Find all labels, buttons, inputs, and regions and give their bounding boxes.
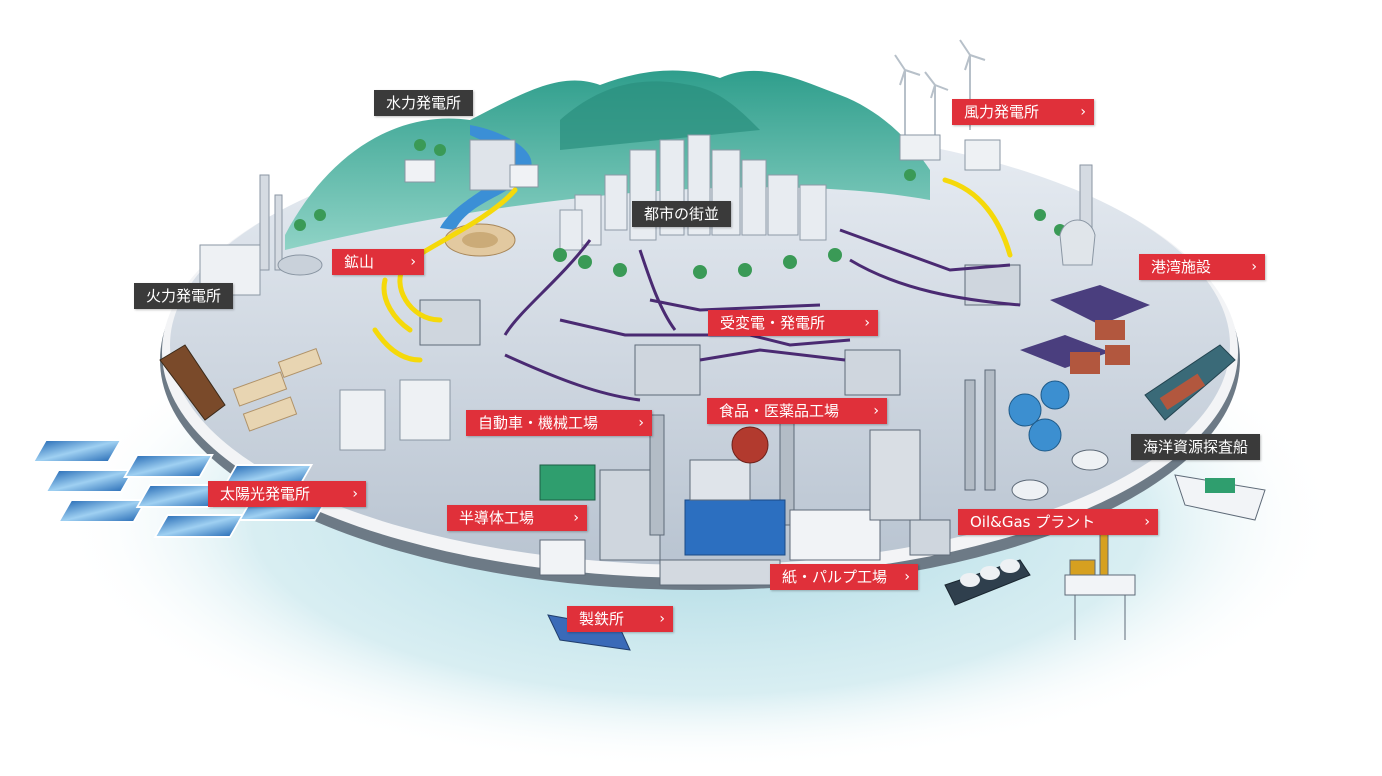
trees [294, 139, 1066, 279]
label-city: 都市の街並 [632, 201, 732, 227]
chevron-right-icon: › [1251, 259, 1257, 275]
label-text: 風力発電所 [964, 103, 1040, 121]
label-text: 太陽光発電所 [220, 485, 311, 503]
refinery [869, 369, 1109, 556]
substations [419, 264, 1021, 396]
chevron-right-icon: › [873, 403, 879, 419]
chevron-right-icon: › [864, 315, 870, 331]
chevron-right-icon: › [659, 611, 665, 627]
chevron-right-icon: › [638, 415, 644, 431]
link-wind-power[interactable]: 風力発電所 › [952, 99, 1094, 125]
link-semiconductor[interactable]: 半導体工場 › [447, 505, 587, 531]
label-text: 水力発電所 [386, 94, 462, 112]
chevron-right-icon: › [904, 569, 910, 585]
factory-complex [539, 414, 881, 586]
label-thermal-power: 火力発電所 [134, 283, 234, 309]
label-text: 食品・医薬品工場 [719, 402, 840, 420]
label-text: 港湾施設 [1151, 258, 1212, 276]
label-hydro-power: 水力発電所 [374, 90, 474, 116]
link-steel-mill[interactable]: 製鉄所 › [567, 606, 673, 632]
solar-panels [31, 439, 330, 538]
label-text: 海洋資源探査船 [1143, 438, 1249, 456]
label-text: 製鉄所 [579, 610, 625, 628]
mountain-range [285, 70, 930, 250]
chimney [259, 174, 270, 271]
chevron-right-icon: › [410, 254, 416, 270]
label-text: 都市の街並 [644, 205, 720, 223]
label-marine-research: 海洋資源探査船 [1131, 434, 1261, 460]
mountain-peak [560, 81, 760, 150]
chevron-right-icon: › [1080, 104, 1086, 120]
oil-platform [1064, 529, 1136, 640]
chevron-right-icon: › [1144, 514, 1150, 530]
link-substation[interactable]: 受変電・発電所 › [708, 310, 878, 336]
port-warehouses [1020, 285, 1150, 374]
link-food-pharma[interactable]: 食品・医薬品工場 › [707, 398, 887, 424]
label-text: 自動車・機械工場 [478, 414, 599, 432]
label-text: 火力発電所 [146, 287, 222, 305]
label-text: Oil&Gas プラント [970, 513, 1096, 531]
link-oil-gas[interactable]: Oil&Gas プラント › [958, 509, 1158, 535]
link-auto-machinery[interactable]: 自動車・機械工場 › [466, 410, 652, 436]
link-paper-pulp[interactable]: 紙・パルプ工場 › [770, 564, 918, 590]
link-solar-power[interactable]: 太陽光発電所 › [208, 481, 366, 507]
label-text: 鉱山 [344, 253, 375, 271]
thermal-ship [159, 344, 226, 421]
label-text: 受変電・発電所 [720, 314, 826, 332]
label-text: 半導体工場 [459, 509, 535, 527]
dam [469, 139, 516, 191]
coal-yard [232, 348, 323, 432]
chevron-right-icon: › [573, 510, 579, 526]
link-port-facility[interactable]: 港湾施設 › [1139, 254, 1265, 280]
chevron-right-icon: › [352, 486, 358, 502]
link-mine[interactable]: 鉱山 › [332, 249, 424, 275]
wind-turbines [894, 39, 986, 140]
chimney [274, 194, 283, 271]
label-text: 紙・パルプ工場 [782, 568, 888, 586]
